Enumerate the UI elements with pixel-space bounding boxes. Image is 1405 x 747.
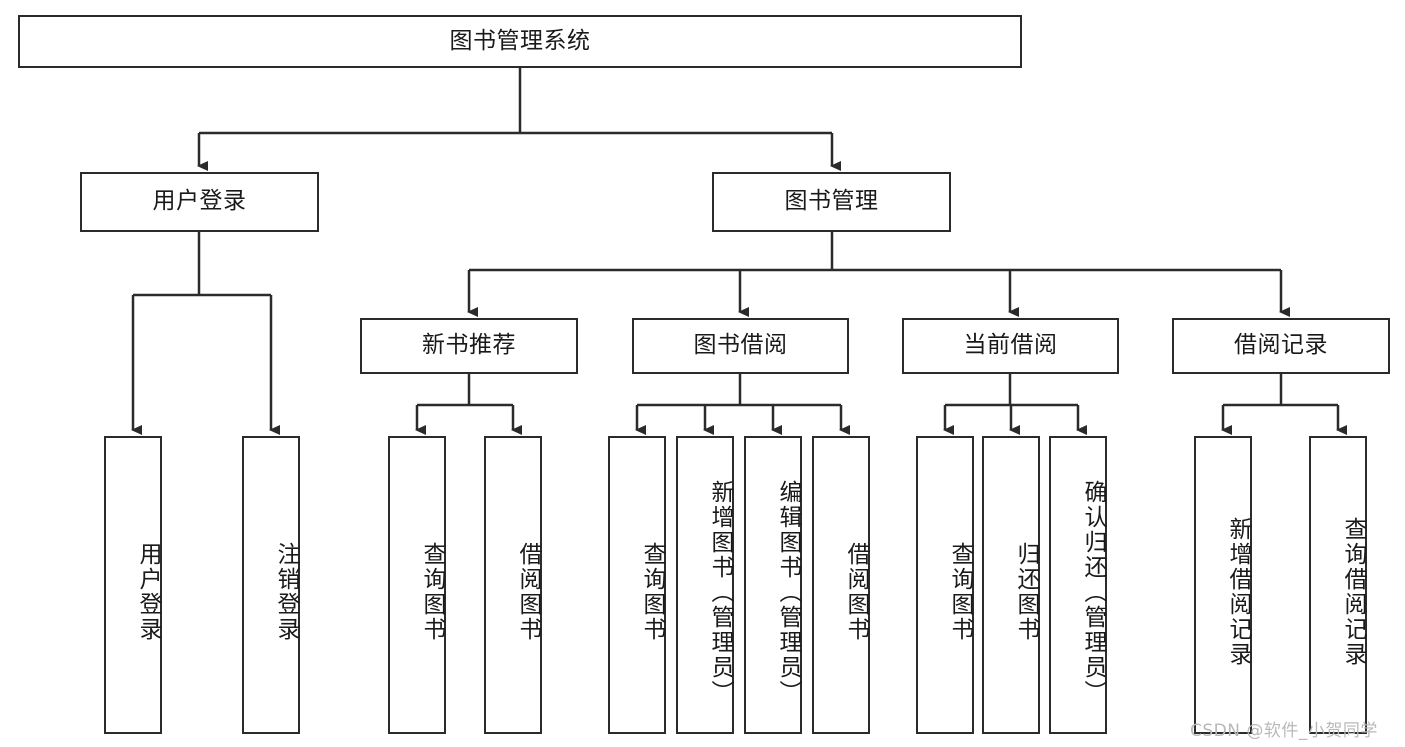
leaf-book-borrow-1[interactable]: 查询图书 [608,436,666,734]
node-current-borrow-label: 当前借阅 [963,332,1058,359]
leaf-book-borrow-3[interactable]: 编辑图书（管理员） [744,436,802,734]
leaf-borrow-record-1[interactable]: 新增借阅记录 [1194,436,1252,734]
node-borrow-record-label: 借阅记录 [1234,332,1328,359]
leaf-user-login-2[interactable]: 注销登录 [242,436,300,734]
leaf-book-borrow-3-label: 编辑图书（管理员） [775,479,801,705]
leaf-new-book-1-label: 查询图书 [419,542,445,642]
node-book-borrow[interactable]: 图书借阅 [632,318,849,374]
node-user-login-label: 用户登录 [152,188,247,215]
leaf-current-borrow-1[interactable]: 查询图书 [916,436,974,734]
leaf-book-borrow-2-label: 新增图书（管理员） [707,479,733,705]
node-new-book-recommend-label: 新书推荐 [422,332,516,359]
leaf-new-book-1[interactable]: 查询图书 [388,436,446,734]
csdn-watermark: CSDN @软件_小贺同学 [1190,721,1378,741]
leaf-new-book-2-label: 借阅图书 [515,542,541,642]
node-new-book-recommend[interactable]: 新书推荐 [360,318,578,374]
node-root[interactable]: 图书管理系统 [18,15,1022,68]
leaf-borrow-record-2[interactable]: 查询借阅记录 [1309,436,1367,734]
leaf-book-borrow-4[interactable]: 借阅图书 [812,436,870,734]
leaf-current-borrow-2[interactable]: 归还图书 [982,436,1040,734]
leaf-user-login-1-label: 用户登录 [135,542,161,642]
node-root-label: 图书管理系统 [449,27,591,54]
node-book-manage[interactable]: 图书管理 [712,172,951,232]
leaf-book-borrow-4-label: 借阅图书 [843,542,869,642]
node-user-login[interactable]: 用户登录 [80,172,319,232]
leaf-borrow-record-1-label: 新增借阅记录 [1225,517,1251,667]
leaf-book-borrow-2[interactable]: 新增图书（管理员） [676,436,734,734]
node-book-borrow-label: 图书借阅 [693,332,788,359]
leaf-current-borrow-3[interactable]: 确认归还（管理员） [1049,436,1107,734]
leaf-current-borrow-1-label: 查询图书 [947,542,973,642]
leaf-new-book-2[interactable]: 借阅图书 [484,436,542,734]
leaf-user-login-1[interactable]: 用户登录 [104,436,162,734]
node-book-manage-label: 图书管理 [784,188,879,215]
node-current-borrow[interactable]: 当前借阅 [902,318,1119,374]
leaf-current-borrow-3-label: 确认归还（管理员） [1080,479,1106,705]
leaf-current-borrow-2-label: 归还图书 [1013,542,1039,642]
leaf-borrow-record-2-label: 查询借阅记录 [1340,517,1366,667]
leaf-user-login-2-label: 注销登录 [273,542,299,642]
node-borrow-record[interactable]: 借阅记录 [1172,318,1390,374]
leaf-book-borrow-1-label: 查询图书 [639,542,665,642]
